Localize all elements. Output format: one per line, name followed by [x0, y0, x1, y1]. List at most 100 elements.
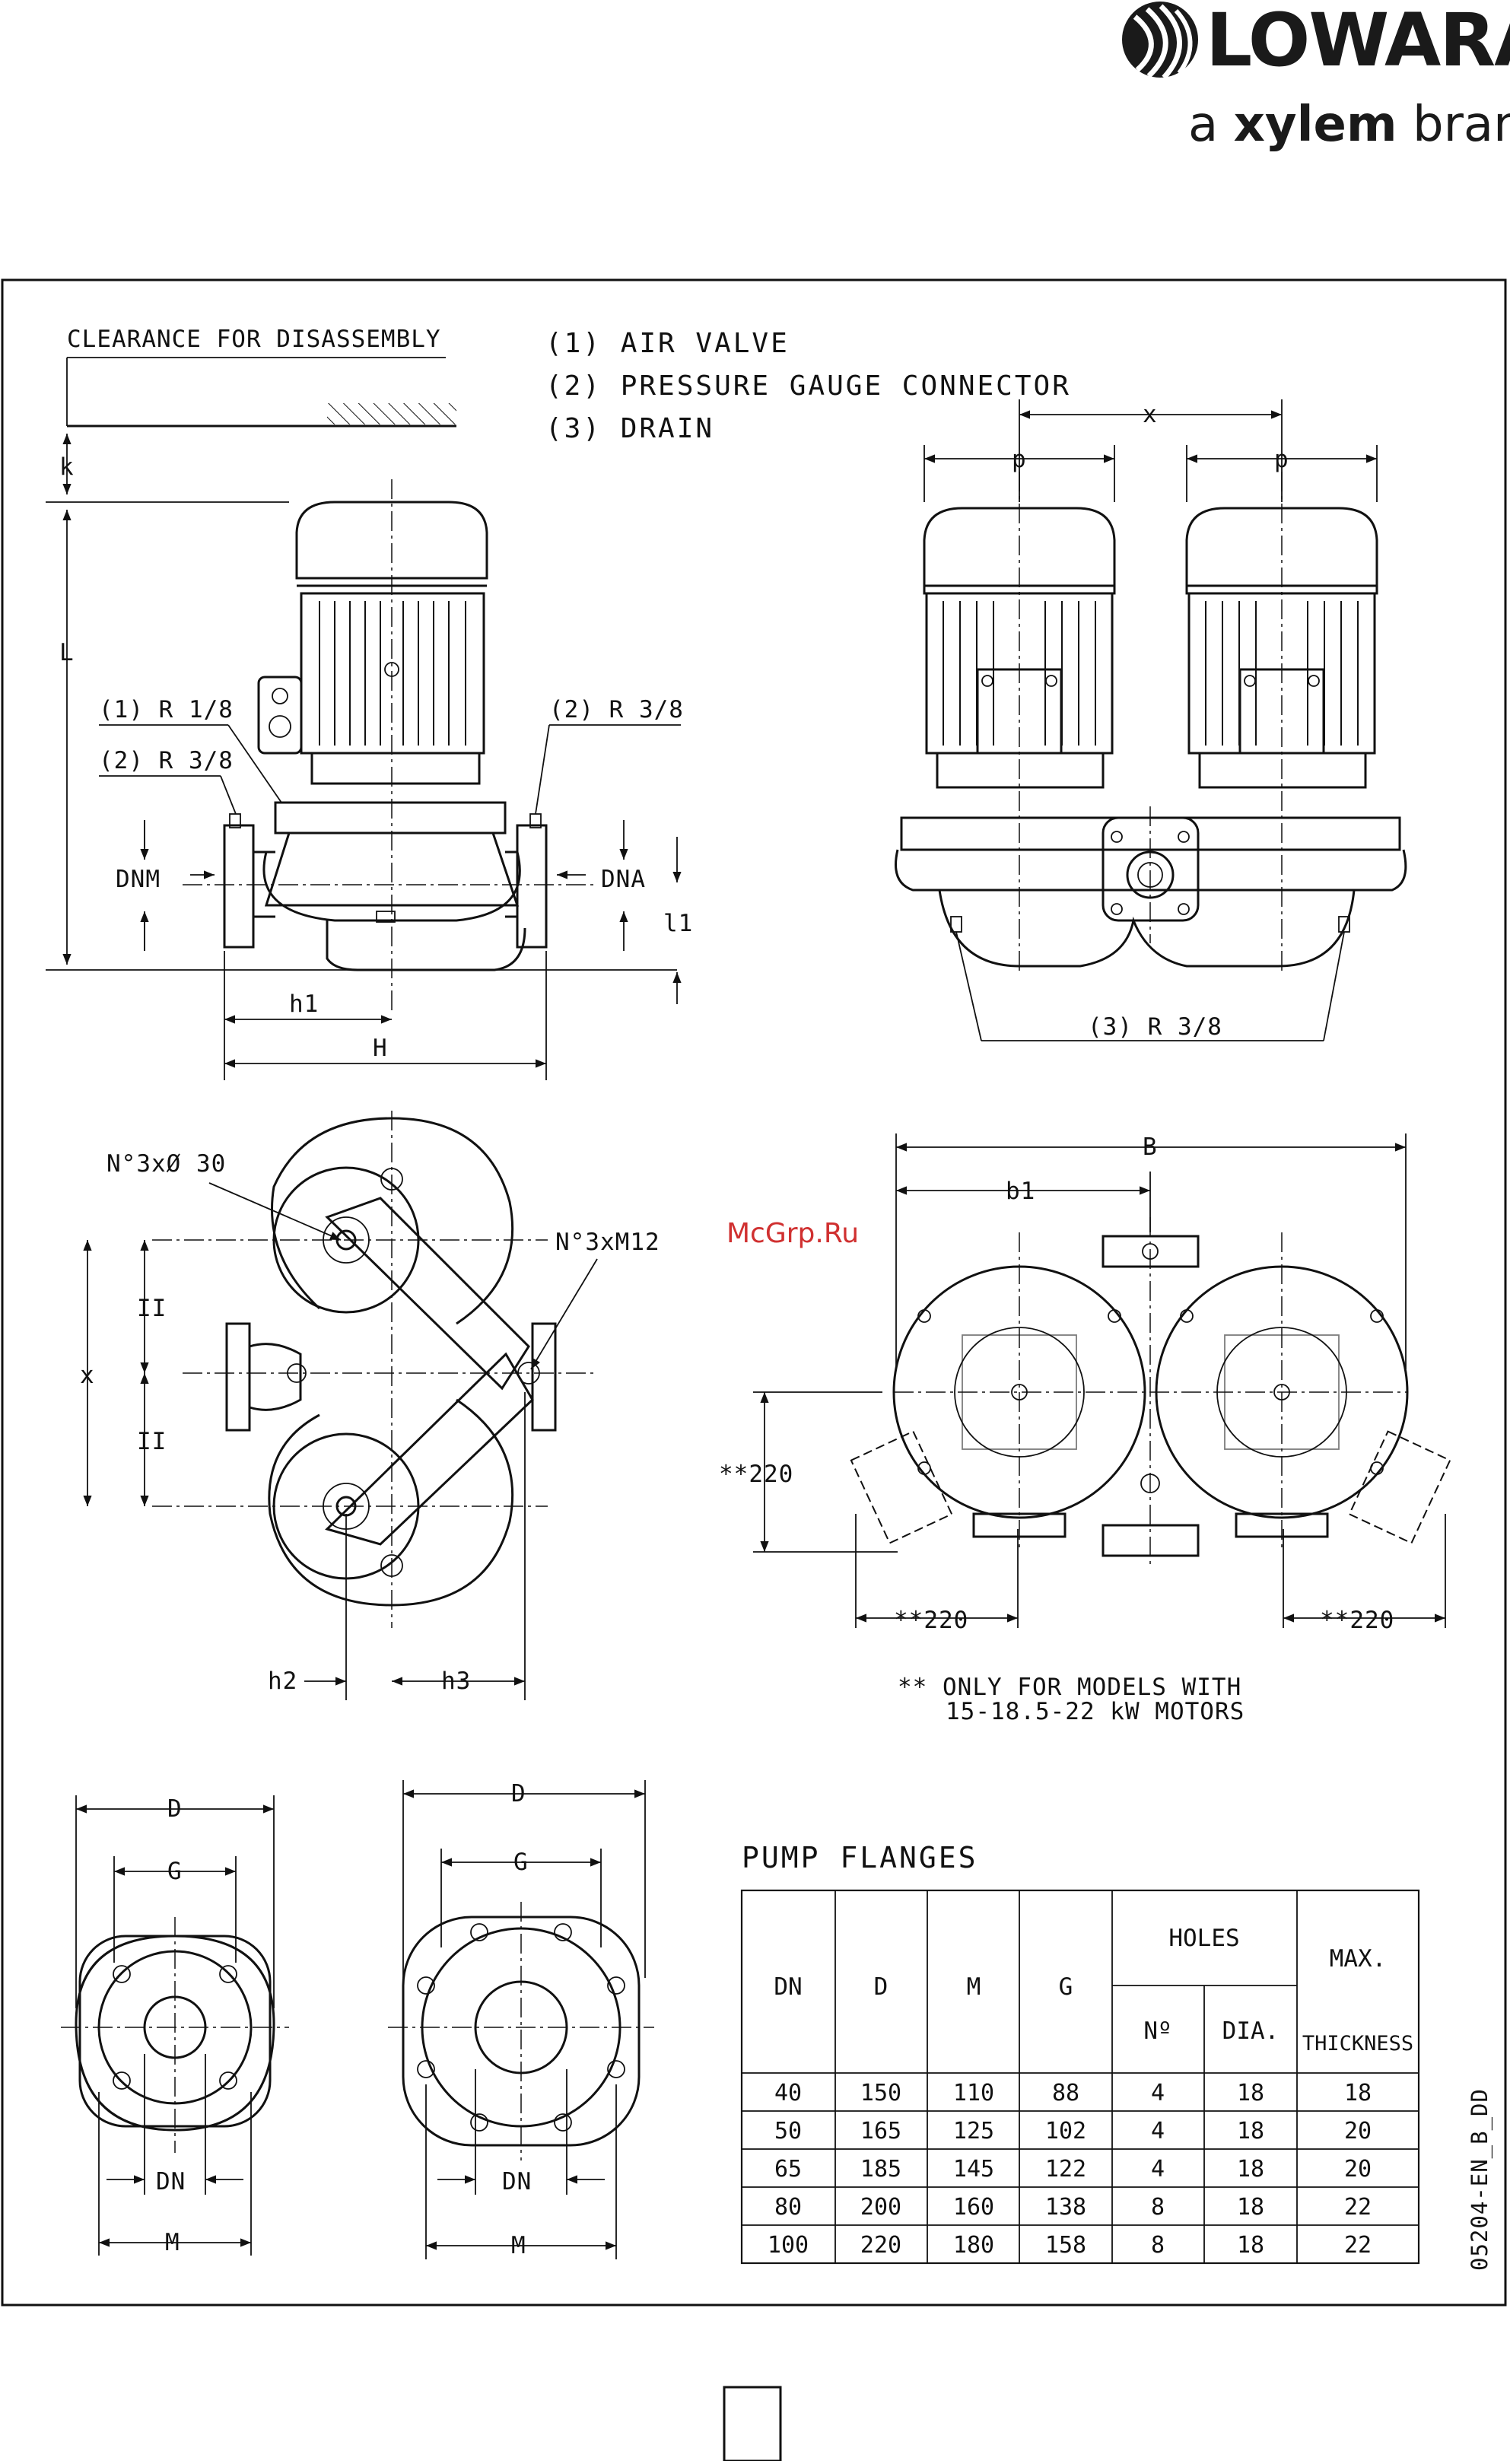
holes-30-label: N°3xØ 30: [106, 1150, 226, 1178]
svg-text:220: 220: [860, 2232, 901, 2259]
svg-text:4: 4: [1151, 2080, 1165, 2106]
dnm-label: DNM: [116, 866, 161, 893]
th-holes-number: Nº: [1143, 2017, 1171, 2045]
flange1-G-label: G: [167, 1858, 183, 1885]
svg-text:65: 65: [774, 2156, 802, 2183]
flange2-D-label: D: [511, 1780, 526, 1807]
svg-text:102: 102: [1045, 2118, 1086, 2144]
th-dn: DN: [774, 1973, 802, 2001]
gauge-left-label: (2) R 3/8: [99, 747, 234, 774]
flange1-M-label: M: [165, 2229, 180, 2256]
dim-h2-label: h2: [268, 1668, 297, 1695]
air-valve-r18-label: (1) R 1/8: [99, 696, 234, 723]
models-note-line2: 15-18.5-22 kW MOTORS: [946, 1698, 1245, 1725]
flange1-DN-label: DN: [156, 2168, 186, 2195]
models-note-line1: ** ONLY FOR MODELS WITH: [898, 1674, 1241, 1701]
dim-ii-top-label: II: [137, 1295, 167, 1322]
gauge-right-label: (2) R 3/8: [549, 696, 684, 723]
pump-flanges-table: PUMP FLANGES DN D M G HOLES Nº DIA. MAX.…: [740, 1841, 1420, 2265]
svg-text:165: 165: [860, 2118, 901, 2144]
dim-h3-label: h3: [441, 1668, 471, 1695]
th-max: MAX.: [1330, 1945, 1387, 1973]
dim-L-label: L: [59, 639, 75, 666]
flange-4-holes: [61, 1917, 289, 2153]
dna-label: DNA: [601, 866, 646, 893]
dim-l1-label: l1: [663, 910, 693, 937]
svg-text:18: 18: [1237, 2080, 1264, 2106]
dim-220-left-label: **220: [894, 1607, 968, 1634]
brand-tagline: a xylem brand: [1188, 97, 1510, 153]
th-holes: HOLES: [1168, 1925, 1239, 1952]
clearance-label: CLEARANCE FOR DISASSEMBLY: [67, 326, 441, 353]
front-view-twin-pump: [895, 472, 1407, 974]
th-d: D: [874, 1973, 889, 2001]
svg-text:160: 160: [953, 2194, 994, 2221]
th-g: G: [1059, 1973, 1073, 2001]
top-view-dimensions: N°3xØ 30 N°3xM12 x II II h2 h3: [80, 1150, 660, 1700]
legend-drain: (3) DRAIN: [545, 413, 714, 444]
svg-text:150: 150: [860, 2080, 901, 2106]
svg-text:138: 138: [1045, 2194, 1086, 2221]
svg-text:80: 80: [774, 2194, 802, 2221]
side-view-dimensions: k L (1) R 1/8 (2) R 3/8 (2) R 3/8 DNM DN…: [46, 434, 693, 1080]
svg-text:180: 180: [953, 2232, 994, 2259]
dim-220-right-label: **220: [1320, 1607, 1394, 1634]
svg-text:4: 4: [1151, 2118, 1165, 2144]
flange-4-dimensions: D G DN M: [75, 1795, 275, 2256]
flange-8-holes: [388, 1902, 654, 2160]
dim-ii-bottom-label: II: [137, 1428, 167, 1455]
dim-H-label: H: [373, 1035, 388, 1062]
svg-text:122: 122: [1045, 2156, 1086, 2183]
page-number-box: [723, 2386, 782, 2462]
top-view-single-pump: [152, 1111, 593, 1628]
dim-h1-label: h1: [289, 990, 319, 1018]
svg-text:8: 8: [1151, 2232, 1165, 2259]
svg-text:200: 200: [860, 2194, 901, 2221]
svg-text:18: 18: [1344, 2080, 1372, 2106]
svg-text:100: 100: [768, 2232, 809, 2259]
lowara-logo: LOWARA a xylem brand: [1122, 0, 1510, 153]
holes-m12-label: N°3xM12: [555, 1229, 660, 1256]
legend-air-valve: (1) AIR VALVE: [545, 328, 790, 359]
document-code: 05204-EN_B_DD: [1467, 2088, 1493, 2271]
th-thickness: THICKNESS: [1302, 2032, 1413, 2055]
svg-text:22: 22: [1344, 2194, 1372, 2221]
svg-text:125: 125: [953, 2118, 994, 2144]
th-m: M: [967, 1973, 981, 2001]
logo-wordmark: LOWARA: [1206, 0, 1510, 83]
svg-text:18: 18: [1237, 2232, 1264, 2259]
table-row: 80 200 160 138 8 18 22: [774, 2194, 1372, 2221]
svg-text:8: 8: [1151, 2194, 1165, 2221]
flange2-DN-label: DN: [502, 2168, 532, 2195]
svg-text:88: 88: [1052, 2080, 1079, 2106]
svg-text:18: 18: [1237, 2194, 1264, 2221]
side-view-single-pump: [67, 403, 593, 1012]
dim-b1-label: b1: [1006, 1178, 1035, 1205]
flange-8-dimensions: D G DN M: [402, 1780, 646, 2259]
dim-p-left-label: p: [1012, 446, 1027, 473]
svg-text:40: 40: [774, 2080, 802, 2106]
svg-text:110: 110: [953, 2080, 994, 2106]
flange1-D-label: D: [167, 1795, 183, 1823]
dim-k-label: k: [59, 453, 75, 481]
drain-label: (3) R 3/8: [1088, 1013, 1222, 1041]
flange2-G-label: G: [513, 1849, 529, 1876]
th-holes-dia: DIA.: [1222, 2017, 1280, 2045]
svg-text:145: 145: [953, 2156, 994, 2183]
top-view-twin-pump: [850, 1217, 1451, 1567]
svg-text:50: 50: [774, 2118, 802, 2144]
dim-x-top-label: x: [1143, 401, 1158, 428]
table-title: PUMP FLANGES: [742, 1841, 978, 1874]
svg-text:18: 18: [1237, 2118, 1264, 2144]
svg-text:185: 185: [860, 2156, 901, 2183]
flange2-M-label: M: [511, 2232, 526, 2259]
front-view-dimensions: x p p (3) R 3/8: [923, 399, 1378, 1041]
svg-text:158: 158: [1045, 2232, 1086, 2259]
svg-text:18: 18: [1237, 2156, 1264, 2183]
drawing-frame: [1, 278, 1507, 2307]
table-row: 40 150 110 88 4 18 18: [774, 2080, 1372, 2106]
